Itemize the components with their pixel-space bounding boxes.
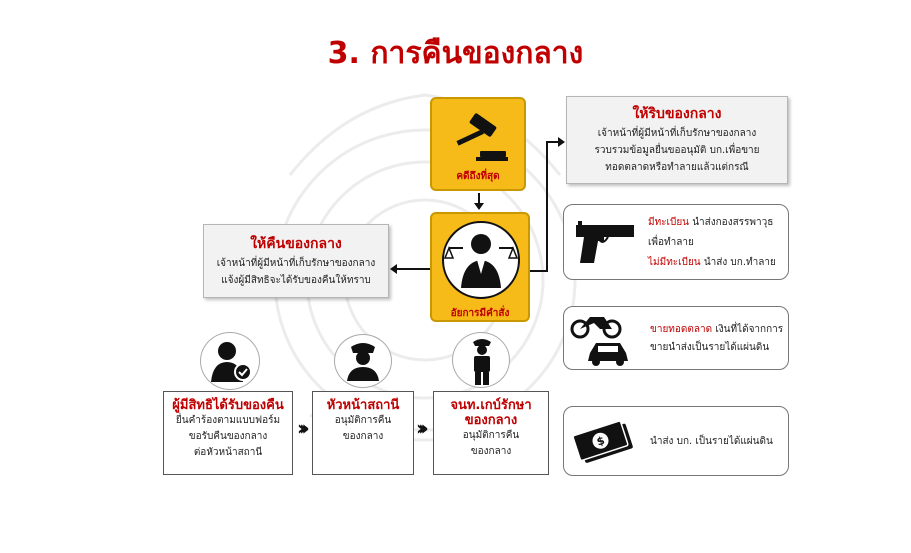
forfeit-card-line: เจ้าหน้าที่ผู้มีหน้าที่เก็บรักษาของกลาง [597, 128, 757, 139]
chevron-arrows-icon: ››› [416, 416, 429, 440]
step-title: ของกลาง [464, 413, 518, 428]
person-check-icon [211, 342, 252, 382]
gun-icon [576, 221, 634, 263]
gun-line-3-text: นำส่ง บก.ทำลาย [700, 257, 776, 268]
forfeit-card-line: รวบรวมข้อมูลยื่นขออนุมัติ บก.เพื่อขาย [594, 145, 760, 156]
forfeit-card: ให้ริบของกลาง เจ้าหน้าที่ผู้มีหน้าที่เก็… [566, 96, 788, 184]
step-title: หัวหน้าสถานี [326, 398, 400, 413]
car-icon [588, 343, 628, 366]
vehicle-line-1: ขายทอดตลาด เงินที่ได้จากการ [650, 321, 783, 339]
step-line: อนุมัติการคืน [334, 415, 392, 426]
gun-line-1-text: นำส่งกองสรรพาวุธ [689, 217, 774, 228]
step-card-claimant: ผู้มีสิทธิได้รับของคืน ยื่นคำร้องตามแบบฟ… [163, 391, 293, 475]
return-card-line: แจ้งผู้มีสิทธิจะได้รับของคืนให้ทราบ [221, 275, 371, 286]
arrow-head-icon [390, 264, 397, 274]
step-card-chief: หัวหน้าสถานี อนุมัติการคืน ของกลาง [312, 391, 414, 475]
police-chief-icon [347, 343, 379, 381]
vehicle-line-2: ขายนำส่งเป็นรายได้แผ่นดิน [650, 342, 770, 353]
forfeit-card-line: ทอดตลาดหรือทำลายแล้วแต่กรณี [605, 162, 749, 173]
gun-line-1: มีทะเบียน นำส่งกองสรรพาวุธ [648, 213, 776, 233]
officer-icon-circle [452, 332, 510, 388]
step-line: ขอรับคืนของกลาง [188, 431, 268, 442]
police-officer-icon [473, 339, 491, 385]
connector-line [396, 268, 430, 270]
gavel-icon [456, 113, 508, 161]
gun-card: มีทะเบียน นำส่งกองสรรพาวุธ เพื่อทำลาย ไม… [563, 204, 789, 280]
cash-text: นำส่ง บก. เป็นรายได้แผ่นดิน [650, 436, 773, 447]
step-card-officer: จนท.เกบ์รักษา ของกลาง อนุมัติการคืน ของก… [433, 391, 549, 475]
step-line: ยื่นคำร้องตามแบบฟอร์ม [175, 415, 281, 426]
prosecutor-order-box: อัยการมีคำสั่ง [430, 212, 530, 322]
chevron-arrows-icon: ››› [297, 416, 310, 440]
claimant-icon-circle [200, 332, 260, 390]
page-title: 3. การคืนของกลาง [327, 36, 584, 71]
return-card-line: เจ้าหน้าที่ผู้มีหน้าที่เก็บรักษาของกลาง [216, 258, 376, 269]
chief-icon-circle [334, 334, 392, 388]
step-line: ของกลาง [470, 446, 512, 457]
cash-card: $ นำส่ง บก. เป็นรายได้แผ่นดิน [563, 406, 789, 476]
arrow-head-icon [558, 137, 565, 147]
final-judgment-box: คดีถึงที่สุด [430, 97, 526, 191]
return-card: ให้คืนของกลาง เจ้าหน้าที่ผู้มีหน้าที่เก็… [203, 224, 389, 298]
return-card-title: ให้คืนของกลาง [250, 236, 342, 252]
prosecutor-icon [442, 221, 520, 299]
vehicle-line-1-text: เงินที่ได้จากการ [712, 324, 784, 335]
connector-line [546, 141, 560, 143]
final-judgment-label: คดีถึงที่สุด [456, 171, 500, 182]
vehicle-card: ขายทอดตลาด เงินที่ได้จากการ ขายนำส่งเป็น… [563, 306, 789, 370]
step-title: จนท.เกบ์รักษา [450, 398, 532, 413]
connector-line [478, 193, 480, 205]
gun-line-3: ไม่มีทะเบียน นำส่ง บก.ทำลาย [648, 253, 776, 273]
connector-line [530, 270, 548, 272]
unregistered-label: ไม่มีทะเบียน [648, 257, 701, 268]
motorcycle-icon [570, 317, 622, 339]
cash-icon: $ [572, 420, 633, 463]
connector-line [546, 141, 548, 272]
step-title: ผู้มีสิทธิได้รับของคืน [172, 398, 284, 413]
step-line: อนุมัติการคืน [462, 430, 520, 441]
svg-text:$: $ [595, 434, 606, 449]
arrow-head-icon [474, 203, 484, 210]
prosecutor-order-label: อัยการมีคำสั่ง [450, 308, 510, 319]
registered-label: มีทะเบียน [648, 217, 690, 228]
auction-label: ขายทอดตลาด [650, 324, 713, 335]
step-line: ต่อหัวหน้าสถานี [193, 447, 263, 458]
forfeit-card-title: ให้ริบของกลาง [632, 106, 722, 122]
gun-line-2: เพื่อทำลาย [648, 237, 694, 248]
step-line: ของกลาง [342, 431, 384, 442]
